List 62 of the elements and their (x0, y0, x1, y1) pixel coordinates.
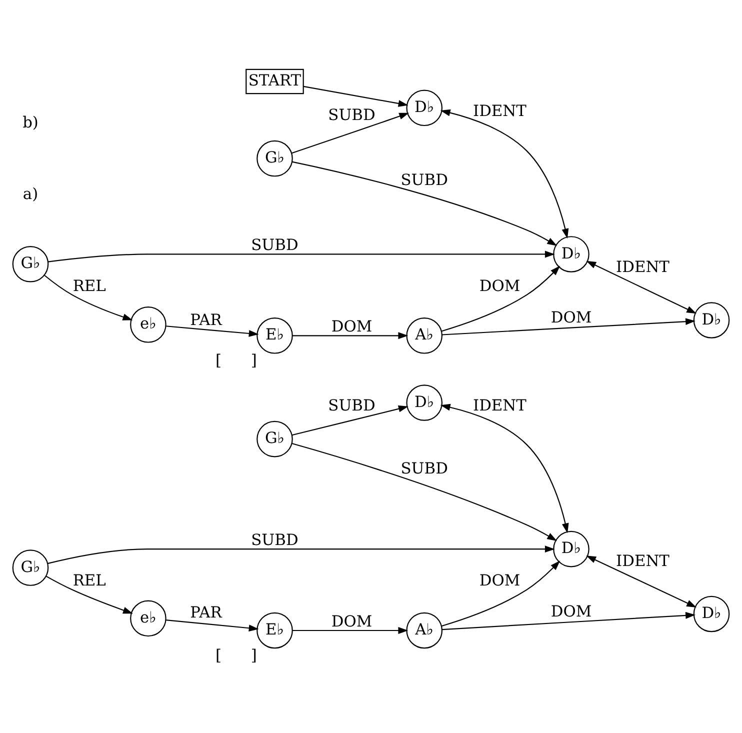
arrow (292, 626, 408, 634)
arrow (586, 555, 697, 607)
label: a) (22, 184, 38, 202)
arrow (292, 404, 408, 436)
arrow (440, 108, 569, 238)
edge-label: SUBD (400, 170, 448, 189)
arrow (44, 274, 133, 320)
edge-label: DOM (479, 571, 520, 590)
arrow (292, 332, 408, 339)
edge-label: IDENT (616, 551, 670, 570)
node-circle: D♭ (406, 384, 442, 420)
arrow (292, 112, 410, 154)
edge-label: SUBD (251, 236, 298, 254)
edge-label: SUBD (251, 530, 298, 548)
arrow (46, 575, 133, 614)
edge-label: IDENT (473, 396, 526, 414)
arrow (292, 160, 558, 246)
node-box: START (246, 68, 304, 94)
edge-label: DOM (479, 276, 520, 294)
edge-label: IDENT (616, 258, 670, 276)
arrow (166, 618, 259, 632)
edge-label: PAR (190, 310, 222, 328)
edge-label: REL (72, 571, 106, 590)
node-circle: D♭ (693, 595, 730, 632)
edge-label: DOM (550, 308, 592, 326)
arrow (586, 260, 697, 314)
edge-label: DOM (550, 602, 592, 620)
node-circle: A♭ (406, 612, 442, 648)
edge-label: PAR (190, 603, 222, 622)
arrow (441, 265, 560, 332)
node-label: [ ] (216, 351, 257, 370)
arrow (442, 611, 696, 630)
arrow (442, 318, 696, 335)
arrow (166, 325, 259, 336)
node-circle: E♭ (256, 612, 293, 648)
node-label: [ ] (216, 646, 257, 664)
edge-label: IDENT (473, 101, 526, 120)
arrow (292, 442, 558, 540)
edge-label: SUBD (328, 106, 376, 124)
label: b) (22, 112, 38, 131)
edge-label: SUBD (400, 458, 448, 477)
node-circle: D♭ (406, 89, 442, 126)
edge-label: DOM (331, 612, 372, 630)
edge-label: REL (72, 276, 106, 294)
arrow (48, 250, 555, 262)
node-circle: D♭ (553, 236, 590, 272)
node-circle: G♭ (12, 549, 49, 586)
node-circle: D♭ (693, 302, 730, 338)
arrow (440, 403, 569, 533)
node-circle: A♭ (406, 317, 442, 354)
edge-label: SUBD (328, 396, 376, 414)
node-circle: e♭ (130, 600, 166, 636)
arrow (303, 85, 408, 106)
arrow (48, 545, 555, 564)
node-circle: e♭ (130, 306, 166, 342)
node-circle: D♭ (553, 530, 590, 567)
node-circle: G♭ (12, 245, 49, 282)
node-circle: E♭ (256, 317, 293, 354)
node-circle: G♭ (256, 420, 293, 457)
edge-label: DOM (331, 316, 372, 335)
node-circle: G♭ (256, 140, 293, 176)
arrow (441, 560, 560, 626)
